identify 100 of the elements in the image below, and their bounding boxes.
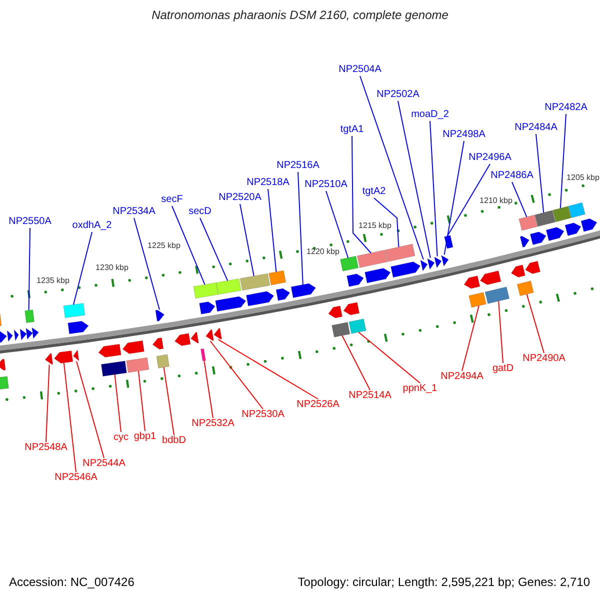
gene-glyph (328, 306, 343, 318)
feature-block (200, 348, 206, 362)
feature-block (156, 354, 170, 368)
leader-line (498, 300, 504, 364)
gene-label: NP2484A (514, 123, 558, 133)
gene-label: secD (188, 207, 212, 217)
gene-label: NP2494A (440, 372, 484, 382)
feature-block (24, 310, 35, 323)
leader-line (138, 370, 146, 432)
feature-block (216, 278, 242, 295)
gene-glyph (511, 264, 526, 278)
gene-label: NP2496A (468, 153, 512, 163)
scale-label: 1230 kbp (96, 264, 128, 272)
leader-line (342, 335, 370, 390)
leader-line (28, 228, 30, 311)
gene-glyph (6, 330, 13, 342)
feature-block (268, 270, 286, 286)
leader-line (63, 362, 76, 472)
gene-label: NP2514A (348, 391, 392, 401)
leader-line (204, 360, 214, 418)
feature-block (384, 244, 416, 262)
gene-glyph (520, 236, 530, 248)
gene-glyph (214, 328, 222, 340)
leader-line (114, 374, 122, 432)
gene-glyph (152, 337, 164, 350)
gene-label: NP2502A (376, 90, 420, 100)
gene-glyph (480, 270, 502, 285)
leader-line (560, 114, 566, 209)
feature-block (100, 360, 127, 376)
gene-label: NP2518A (246, 178, 290, 188)
gene-glyph (464, 276, 480, 289)
leader-line (298, 172, 304, 286)
gene-glyph (276, 288, 290, 301)
scale-label: 1220 kbp (306, 248, 340, 256)
gene-label: NP2550A (8, 217, 52, 227)
gene-glyph (580, 218, 598, 232)
gene-glyph (98, 344, 122, 358)
scale-label: 1215 kbp (358, 222, 392, 230)
feature-block (444, 235, 454, 249)
gene-glyph (206, 329, 214, 341)
gene-glyph (530, 232, 546, 246)
gene-glyph (0, 331, 7, 344)
gene-label: oxdhA_2 (72, 221, 112, 231)
leader-line (526, 294, 544, 354)
feature-block (332, 322, 350, 338)
gene-glyph (14, 330, 19, 341)
gene-label: NP2482A (544, 103, 588, 113)
gene-label: gbp1 (134, 432, 156, 442)
gene-label: NP2490A (522, 354, 566, 364)
leader-line (240, 204, 254, 276)
leader-line (462, 305, 480, 372)
gene-glyph (427, 258, 435, 270)
gene-label: tgtA1 (340, 125, 364, 135)
leader-line (352, 136, 372, 254)
gene-label: NP2516A (276, 161, 320, 171)
gene-label: NP2534A (112, 207, 156, 217)
gene-label: gatD (492, 364, 514, 374)
feature-block (484, 286, 510, 304)
gene-glyph (0, 358, 6, 370)
gene-label: cyc (114, 433, 128, 443)
leader-line (76, 360, 104, 458)
leader-line (360, 76, 424, 260)
gene-glyph (343, 302, 360, 316)
feature-block (126, 357, 150, 373)
gene-label: ppnK_1 (402, 384, 438, 394)
leader-line (200, 218, 228, 282)
gene-glyph (434, 256, 442, 268)
feature-block (534, 210, 556, 227)
scale-label: 1225 kbp (148, 242, 180, 250)
gene-glyph (20, 328, 27, 340)
gene-label: NP2504A (338, 65, 382, 75)
gene-label: NP2498A (442, 130, 486, 140)
feature-block (348, 318, 366, 334)
feature-block (516, 280, 534, 296)
gene-label: NP2520A (218, 193, 262, 203)
leader-line (536, 134, 544, 214)
feature-block (357, 250, 388, 268)
feature-block (552, 206, 572, 222)
leader-line (512, 182, 528, 218)
leader-line (46, 364, 50, 442)
gene-glyph (122, 340, 144, 354)
gene-label: NP2548A (24, 443, 68, 453)
gene-label: bdbD (162, 436, 186, 446)
gene-glyph (364, 268, 391, 284)
gene-label: NP2526A (296, 400, 340, 410)
gene-label: NP2486A (490, 171, 534, 181)
scale-label: 1210 kbp (480, 197, 512, 205)
gene-label: secF (161, 195, 183, 205)
gene-label: NP2530A (242, 410, 284, 420)
leader-line (268, 188, 277, 272)
leader-line (134, 218, 160, 310)
title: Natronomonas pharaonis DSM 2160, complete genome (152, 9, 448, 21)
feature-block (63, 302, 86, 318)
feature-block (193, 282, 218, 299)
leader-line (210, 340, 264, 410)
accession-text: Accession: NC_007426 (9, 576, 134, 588)
feature-block (468, 292, 486, 308)
leader-line (444, 140, 464, 256)
leader-line (172, 206, 206, 286)
gene-glyph (199, 302, 216, 314)
